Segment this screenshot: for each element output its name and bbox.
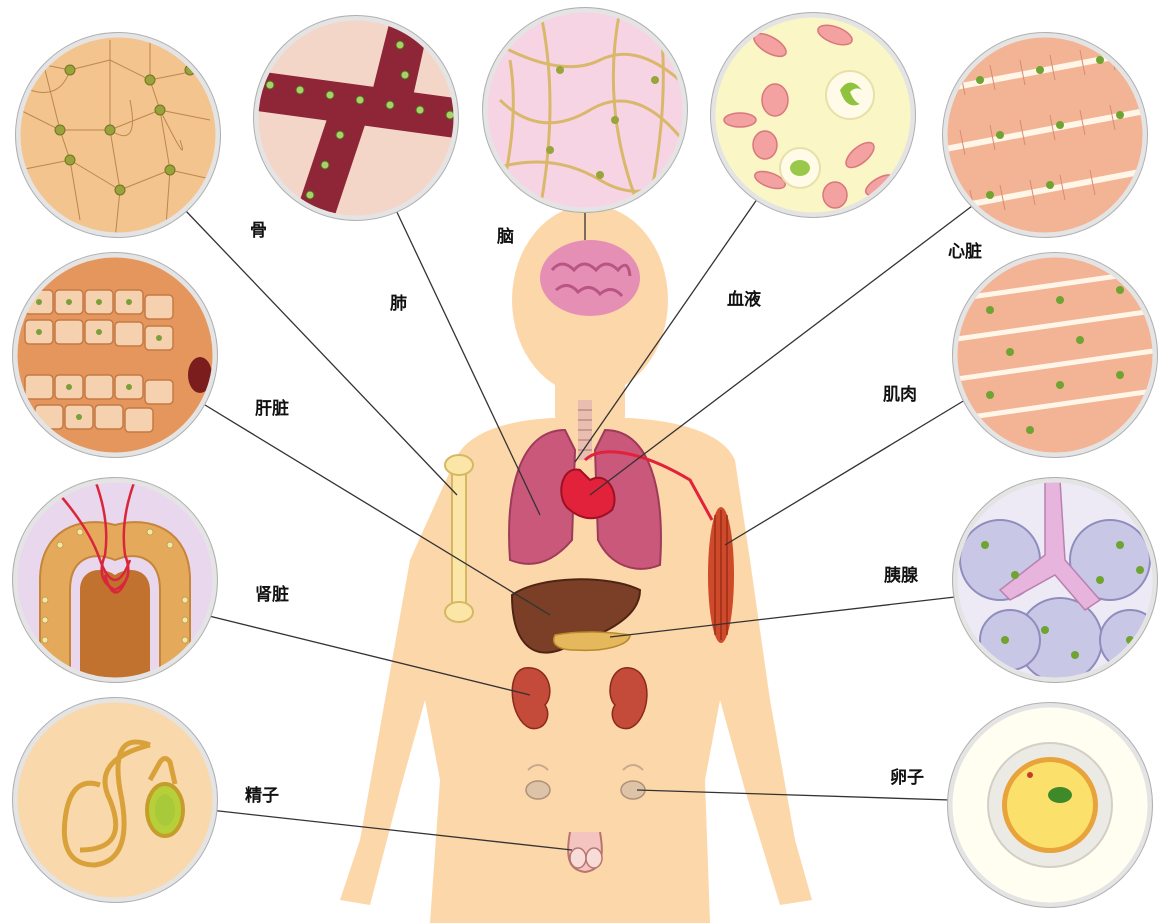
label-pancreas: 胰腺 — [884, 561, 918, 586]
pancreas-tissue-circle — [950, 475, 1160, 695]
brain-organ — [540, 240, 640, 316]
bone-tissue-circle — [10, 30, 230, 250]
trachea-organ — [578, 400, 592, 460]
label-sperm: 精子 — [245, 781, 279, 806]
muscle-leader-line — [725, 400, 965, 545]
sperm-tissue-circle — [10, 695, 230, 915]
muscle-tissue-circle — [950, 250, 1160, 470]
heart-tissue-circle — [940, 30, 1160, 250]
label-brain: 脑 — [497, 222, 514, 247]
blood-tissue-circle — [710, 10, 930, 230]
brain-tissue-circle — [480, 5, 700, 225]
egg-tissue-circle — [945, 700, 1160, 920]
label-blood: 血液 — [727, 285, 761, 310]
testes-organ — [568, 832, 602, 872]
lung-tissue-circle — [250, 10, 470, 230]
label-lung: 肺 — [390, 289, 407, 314]
label-egg: 卵子 — [890, 763, 924, 788]
label-heart: 心脏 — [948, 237, 982, 262]
label-bone: 骨 — [250, 216, 267, 241]
label-muscle: 肌肉 — [883, 380, 917, 405]
label-kidney: 肾脏 — [255, 580, 289, 605]
liver-tissue-circle — [10, 250, 230, 470]
label-liver: 肝脏 — [255, 394, 289, 419]
kidney-tissue-circle — [10, 475, 230, 700]
